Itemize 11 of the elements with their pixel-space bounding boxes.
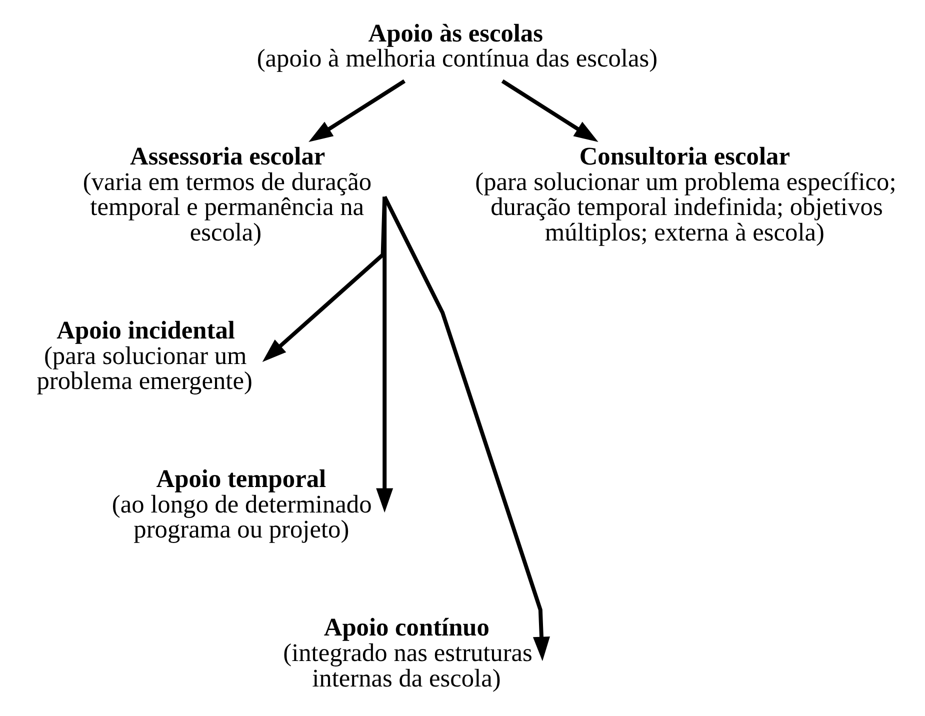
- node-text: Consultoria escolar (para solucionar um problema específico; duração temporal indefinida; objetivos múltiplos; externa à escola): [475, 142, 896, 247]
- node-text: Assessoria escolar (varia em termos de duração temporal e permanência na escola): [82, 142, 372, 247]
- arrow: [308, 79, 406, 142]
- arrow: [262, 196, 387, 362]
- arrow: [376, 196, 394, 513]
- node-text: Apoio às escolas (apoio à melhoria contínua das escolas): [256, 19, 658, 73]
- node-text: Apoio temporal (ao longo de determinado programa ou projeto): [112, 464, 372, 544]
- node-text: Apoio contínuo (integrado nas estruturas internas da escola): [283, 614, 532, 692]
- node-text: Apoio incidental (para solucionar um problema emergente): [36, 316, 252, 396]
- arrow: [382, 196, 550, 662]
- arrow: [501, 79, 598, 142]
